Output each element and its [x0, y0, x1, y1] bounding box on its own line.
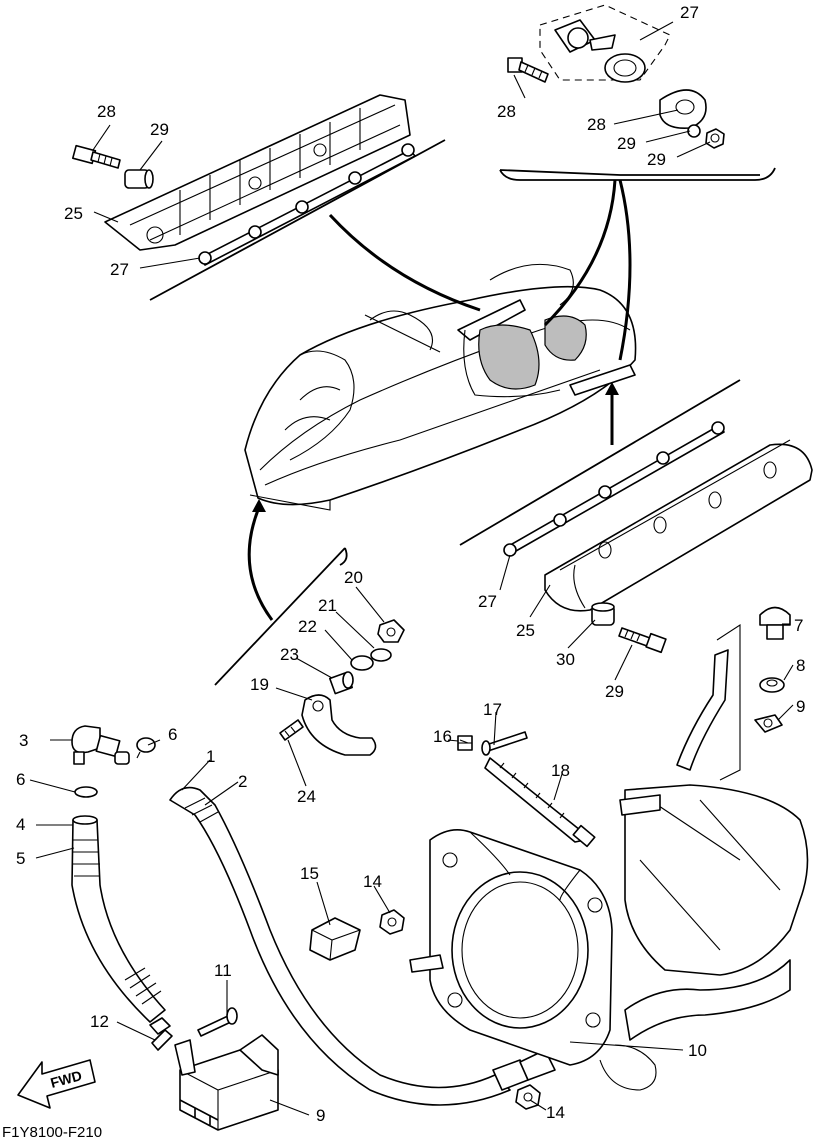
callout-3: 3 — [19, 731, 28, 750]
collar-29-right — [591, 602, 615, 626]
callout-18: 18 — [551, 761, 570, 780]
washer-21 — [370, 648, 392, 662]
bolt-23 — [329, 671, 354, 695]
leader-curve-drain — [543, 179, 617, 327]
callout-17: 17 — [483, 700, 502, 719]
fwd-arrow: FWD — [17, 1059, 96, 1109]
callout-12: 11 — [214, 961, 232, 980]
callout-24: 24 — [297, 787, 316, 806]
bolt-28-top — [71, 144, 121, 169]
collar-29-top — [124, 169, 154, 189]
clip-9 — [754, 714, 783, 733]
clamp-6a — [136, 737, 156, 759]
callout-28-right: 29 — [605, 682, 624, 701]
right-rail-assembly — [459, 379, 813, 654]
callout-19: 19 — [250, 675, 269, 694]
nozzle-housing — [599, 784, 809, 1091]
rivet-17 — [481, 731, 528, 756]
callout-29-right: 30 — [556, 650, 575, 669]
right-rail-mount — [569, 364, 636, 396]
grommet-15 — [309, 917, 361, 961]
jet-housing — [409, 829, 613, 1066]
drain-housing-31 — [604, 53, 707, 130]
hose-4-5 — [71, 815, 166, 1023]
callout-21: 21 — [318, 596, 337, 615]
callout-6b: 6 — [16, 770, 25, 789]
bolt-28-right — [618, 627, 667, 654]
callout-1: 1 — [206, 747, 215, 766]
callout-34: 29 — [647, 150, 666, 169]
water-pipe — [676, 623, 741, 781]
detail-frame-line-mid — [459, 379, 741, 546]
cable-tie-18 — [484, 757, 596, 848]
fwd-label: FWD — [49, 1067, 84, 1091]
drain-plug-assembly — [499, 4, 776, 181]
right-rail-25 — [544, 443, 813, 612]
callout-10: 9 — [316, 1106, 325, 1125]
callout-29-top: 29 — [150, 120, 169, 139]
callout-9: 9 — [796, 697, 805, 716]
callout-23: 23 — [280, 645, 299, 664]
left-rail-26 — [104, 94, 411, 251]
nut-34 — [705, 128, 725, 149]
washer-22 — [350, 655, 374, 671]
callout-14b: 14 — [546, 1103, 565, 1122]
callout-25: 25 — [516, 621, 535, 640]
callouts: 27 28 28 29 29 28 29 25 27 27 25 30 29 7… — [16, 3, 805, 1125]
bolt-32 — [507, 57, 549, 83]
callout-22: 22 — [298, 617, 317, 636]
callout-6a: 6 — [168, 725, 177, 744]
detail-frame-line-bracket — [214, 547, 346, 686]
nut-20 — [377, 619, 405, 643]
callout-27-top: 27 — [110, 260, 129, 279]
hose-1-2 — [169, 786, 556, 1106]
nut-14a — [379, 909, 405, 935]
callout-14a: 14 — [363, 872, 382, 891]
callout-28-top: 28 — [97, 102, 116, 121]
callout-20: 20 — [344, 568, 363, 587]
left-rail-assembly — [71, 94, 446, 301]
drain-valve-30 — [554, 19, 616, 53]
clip-13 — [151, 1029, 173, 1051]
plug-7 — [759, 606, 791, 640]
holder-16 — [457, 735, 473, 751]
box-10 — [174, 1034, 279, 1131]
joint-3 — [71, 725, 130, 765]
callout-4: 4 — [16, 815, 25, 834]
callout-32: 28 — [497, 102, 516, 121]
callout-8: 8 — [796, 656, 805, 675]
callout-31: 28 — [587, 115, 606, 134]
detail-frame-line-right — [499, 169, 760, 176]
callout-26: 25 — [64, 204, 83, 223]
hose-assembly — [71, 725, 556, 1106]
washer-8 — [759, 677, 785, 693]
fuel-area — [478, 324, 540, 390]
leader-lines — [29, 21, 794, 1116]
callout-2: 2 — [238, 772, 247, 791]
leader-curve-left-rail — [328, 213, 481, 312]
watercraft-body — [244, 263, 637, 511]
bracket-assembly — [214, 547, 405, 756]
callout-15: 15 — [300, 864, 319, 883]
callout-30: 27 — [680, 3, 699, 22]
figure-code: F1Y8100-F210 — [2, 1124, 102, 1140]
rivet-12 — [197, 1007, 238, 1037]
bolt-24 — [279, 719, 304, 741]
dashed-outline-30 — [539, 4, 671, 81]
callout-16: 16 — [433, 727, 452, 746]
callout-7: 7 — [794, 616, 803, 635]
clamp-6b — [74, 786, 98, 798]
nut-14b — [515, 1084, 541, 1110]
callout-13: 12 — [90, 1012, 109, 1031]
callout-11: 10 — [688, 1041, 707, 1060]
leader-curve-bracket — [247, 509, 274, 621]
callout-33: 29 — [617, 134, 636, 153]
callout-27-right: 27 — [478, 592, 497, 611]
callout-5: 5 — [16, 849, 25, 868]
